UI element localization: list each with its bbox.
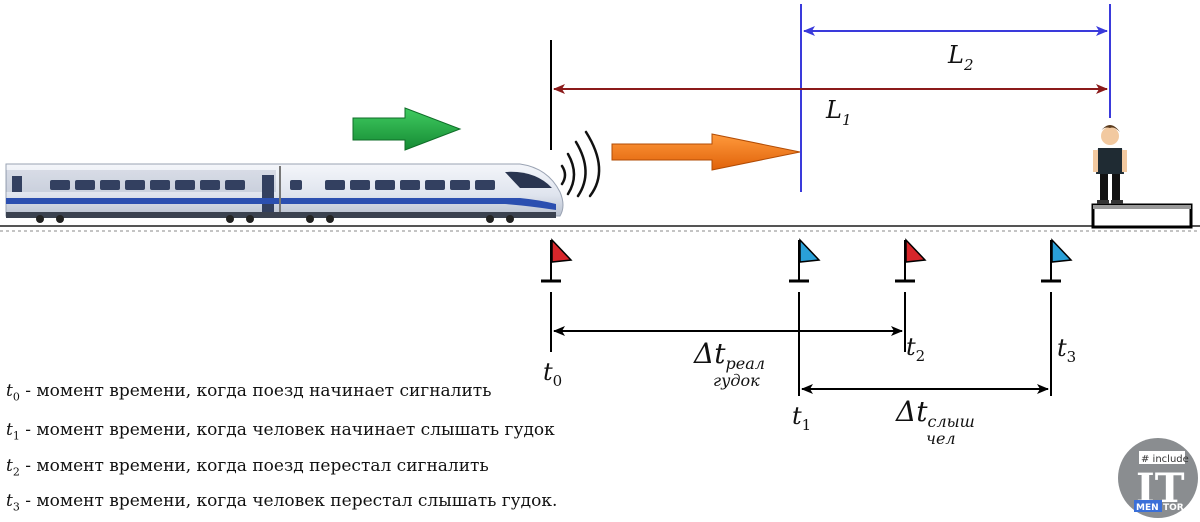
dt-hear-sublabel: чел bbox=[926, 429, 956, 448]
L2-label: L2 bbox=[947, 41, 973, 74]
flag-t0-icon bbox=[541, 238, 573, 283]
sound-propagation-arrow bbox=[611, 133, 801, 171]
t0-label: t0 bbox=[543, 358, 562, 390]
listener-person-icon bbox=[1091, 125, 1193, 229]
rail-track bbox=[0, 225, 1200, 232]
legend-item-t3: t3 - момент времени, когда человек перес… bbox=[6, 491, 558, 514]
sound-waves-icon bbox=[560, 130, 601, 198]
legend-item-t2: t2 - момент времени, когда поезд переста… bbox=[6, 456, 489, 479]
t3-label: t3 bbox=[1057, 334, 1076, 366]
svg-text:TOR: TOR bbox=[1163, 503, 1184, 513]
svg-text:# include: # include bbox=[1141, 454, 1189, 465]
legend-item-t1: t1 - момент времени, когда человек начин… bbox=[6, 420, 555, 443]
L1-label: L1 bbox=[825, 96, 851, 129]
t1-label: t1 bbox=[792, 402, 811, 434]
t2-label: t2 bbox=[906, 333, 925, 365]
legend-item-t0: t0 - момент времени, когда поезд начинае… bbox=[6, 381, 492, 404]
itmentor-logo: # include IT MEN TOR bbox=[1118, 438, 1198, 518]
dt-real-sublabel: гудок bbox=[713, 371, 760, 390]
flag-t1-icon bbox=[789, 238, 821, 283]
flag-t3-icon bbox=[1041, 238, 1073, 283]
flag-t2-icon bbox=[895, 238, 927, 283]
dt-real-label: Δtреал bbox=[693, 337, 765, 373]
train-motion-arrow bbox=[352, 107, 462, 151]
svg-text:MEN: MEN bbox=[1136, 503, 1159, 513]
dt-hear-label: Δtслыш bbox=[895, 395, 975, 431]
train bbox=[5, 163, 564, 223]
